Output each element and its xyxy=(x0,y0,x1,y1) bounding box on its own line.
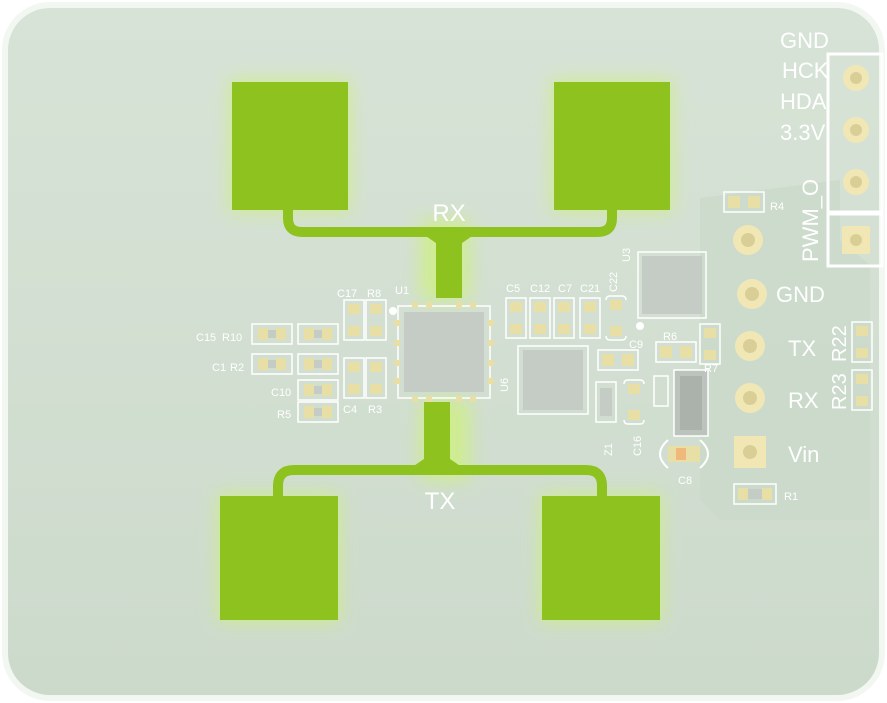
rx-patch-right xyxy=(554,82,670,210)
refdes-c4: C4 xyxy=(343,404,357,416)
refdes-c8: C8 xyxy=(678,475,692,487)
tx-patch-left xyxy=(220,496,338,620)
refdes-c10: C10 xyxy=(271,387,291,399)
refdes-c16: C16 xyxy=(632,436,644,456)
refdes-r4: R4 xyxy=(770,201,784,213)
tx-feed-stub xyxy=(424,402,450,470)
refdes-c1: C1 xyxy=(212,362,226,374)
header-pin-hck: HCK xyxy=(782,58,829,83)
side-pin-vin: Vin xyxy=(788,442,819,467)
header-pin-gnd: GND xyxy=(780,28,829,53)
refdes-r8: R8 xyxy=(367,288,381,300)
refdes-r3: R3 xyxy=(368,404,382,416)
tx-label: TX xyxy=(425,488,456,515)
refdes-r7: R7 xyxy=(704,363,718,375)
tx-feed-taper xyxy=(408,450,466,470)
rx-antenna xyxy=(232,82,670,298)
c8-capacitor xyxy=(659,439,709,469)
refdes-c22: C22 xyxy=(608,272,620,292)
header-pin-3v3: 3.3V xyxy=(780,120,826,145)
tx-patch-right xyxy=(542,496,660,620)
rx-feed-taper xyxy=(420,232,478,252)
refdes-r22: R22 xyxy=(829,325,851,362)
refdes-c15: C15 xyxy=(196,332,216,344)
right-passive-pads xyxy=(510,196,868,500)
refdes-z1: Z1 xyxy=(603,443,615,456)
side-pin-tx: TX xyxy=(788,336,816,361)
refdes-c7: C7 xyxy=(558,283,572,295)
side-pads xyxy=(733,225,767,468)
refdes-u1: U1 xyxy=(395,285,409,297)
refdes-r2: R2 xyxy=(230,362,244,374)
refdes-r10: R10 xyxy=(222,332,242,344)
regulator xyxy=(673,369,709,437)
refdes-c21: C21 xyxy=(580,283,600,295)
u1-chip xyxy=(389,302,494,402)
refdes-c17: C17 xyxy=(337,288,357,300)
tx-antenna xyxy=(220,402,660,620)
header-pin-hda: HDA xyxy=(780,89,827,114)
z1-body xyxy=(600,388,612,416)
refdes-c12: C12 xyxy=(530,283,550,295)
refdes-c5: C5 xyxy=(506,283,520,295)
rx-label: RX xyxy=(432,200,465,227)
left-passive-pads xyxy=(258,304,382,418)
side-pin-rx: RX xyxy=(788,388,819,413)
left-passive-bodies xyxy=(268,330,322,416)
side-pin-gnd: GND xyxy=(776,282,825,307)
r1-body xyxy=(748,489,762,499)
refdes-r6: R6 xyxy=(663,331,677,343)
header-pin-pwm: PWM_O xyxy=(798,179,823,262)
refdes-c9: C9 xyxy=(629,339,643,351)
refdes-r1: R1 xyxy=(784,491,798,503)
refdes-r5: R5 xyxy=(277,409,291,421)
right-passives xyxy=(505,191,873,505)
refdes-u3: U3 xyxy=(621,248,633,262)
header-connector xyxy=(826,52,884,268)
u6-chip xyxy=(517,345,589,415)
rx-patch-left xyxy=(232,82,348,210)
left-passives xyxy=(251,299,387,423)
rx-feed-stub xyxy=(436,232,462,298)
u3-chip xyxy=(636,251,707,330)
refdes-r23: R23 xyxy=(829,373,851,410)
refdes-u6: U6 xyxy=(499,378,511,392)
